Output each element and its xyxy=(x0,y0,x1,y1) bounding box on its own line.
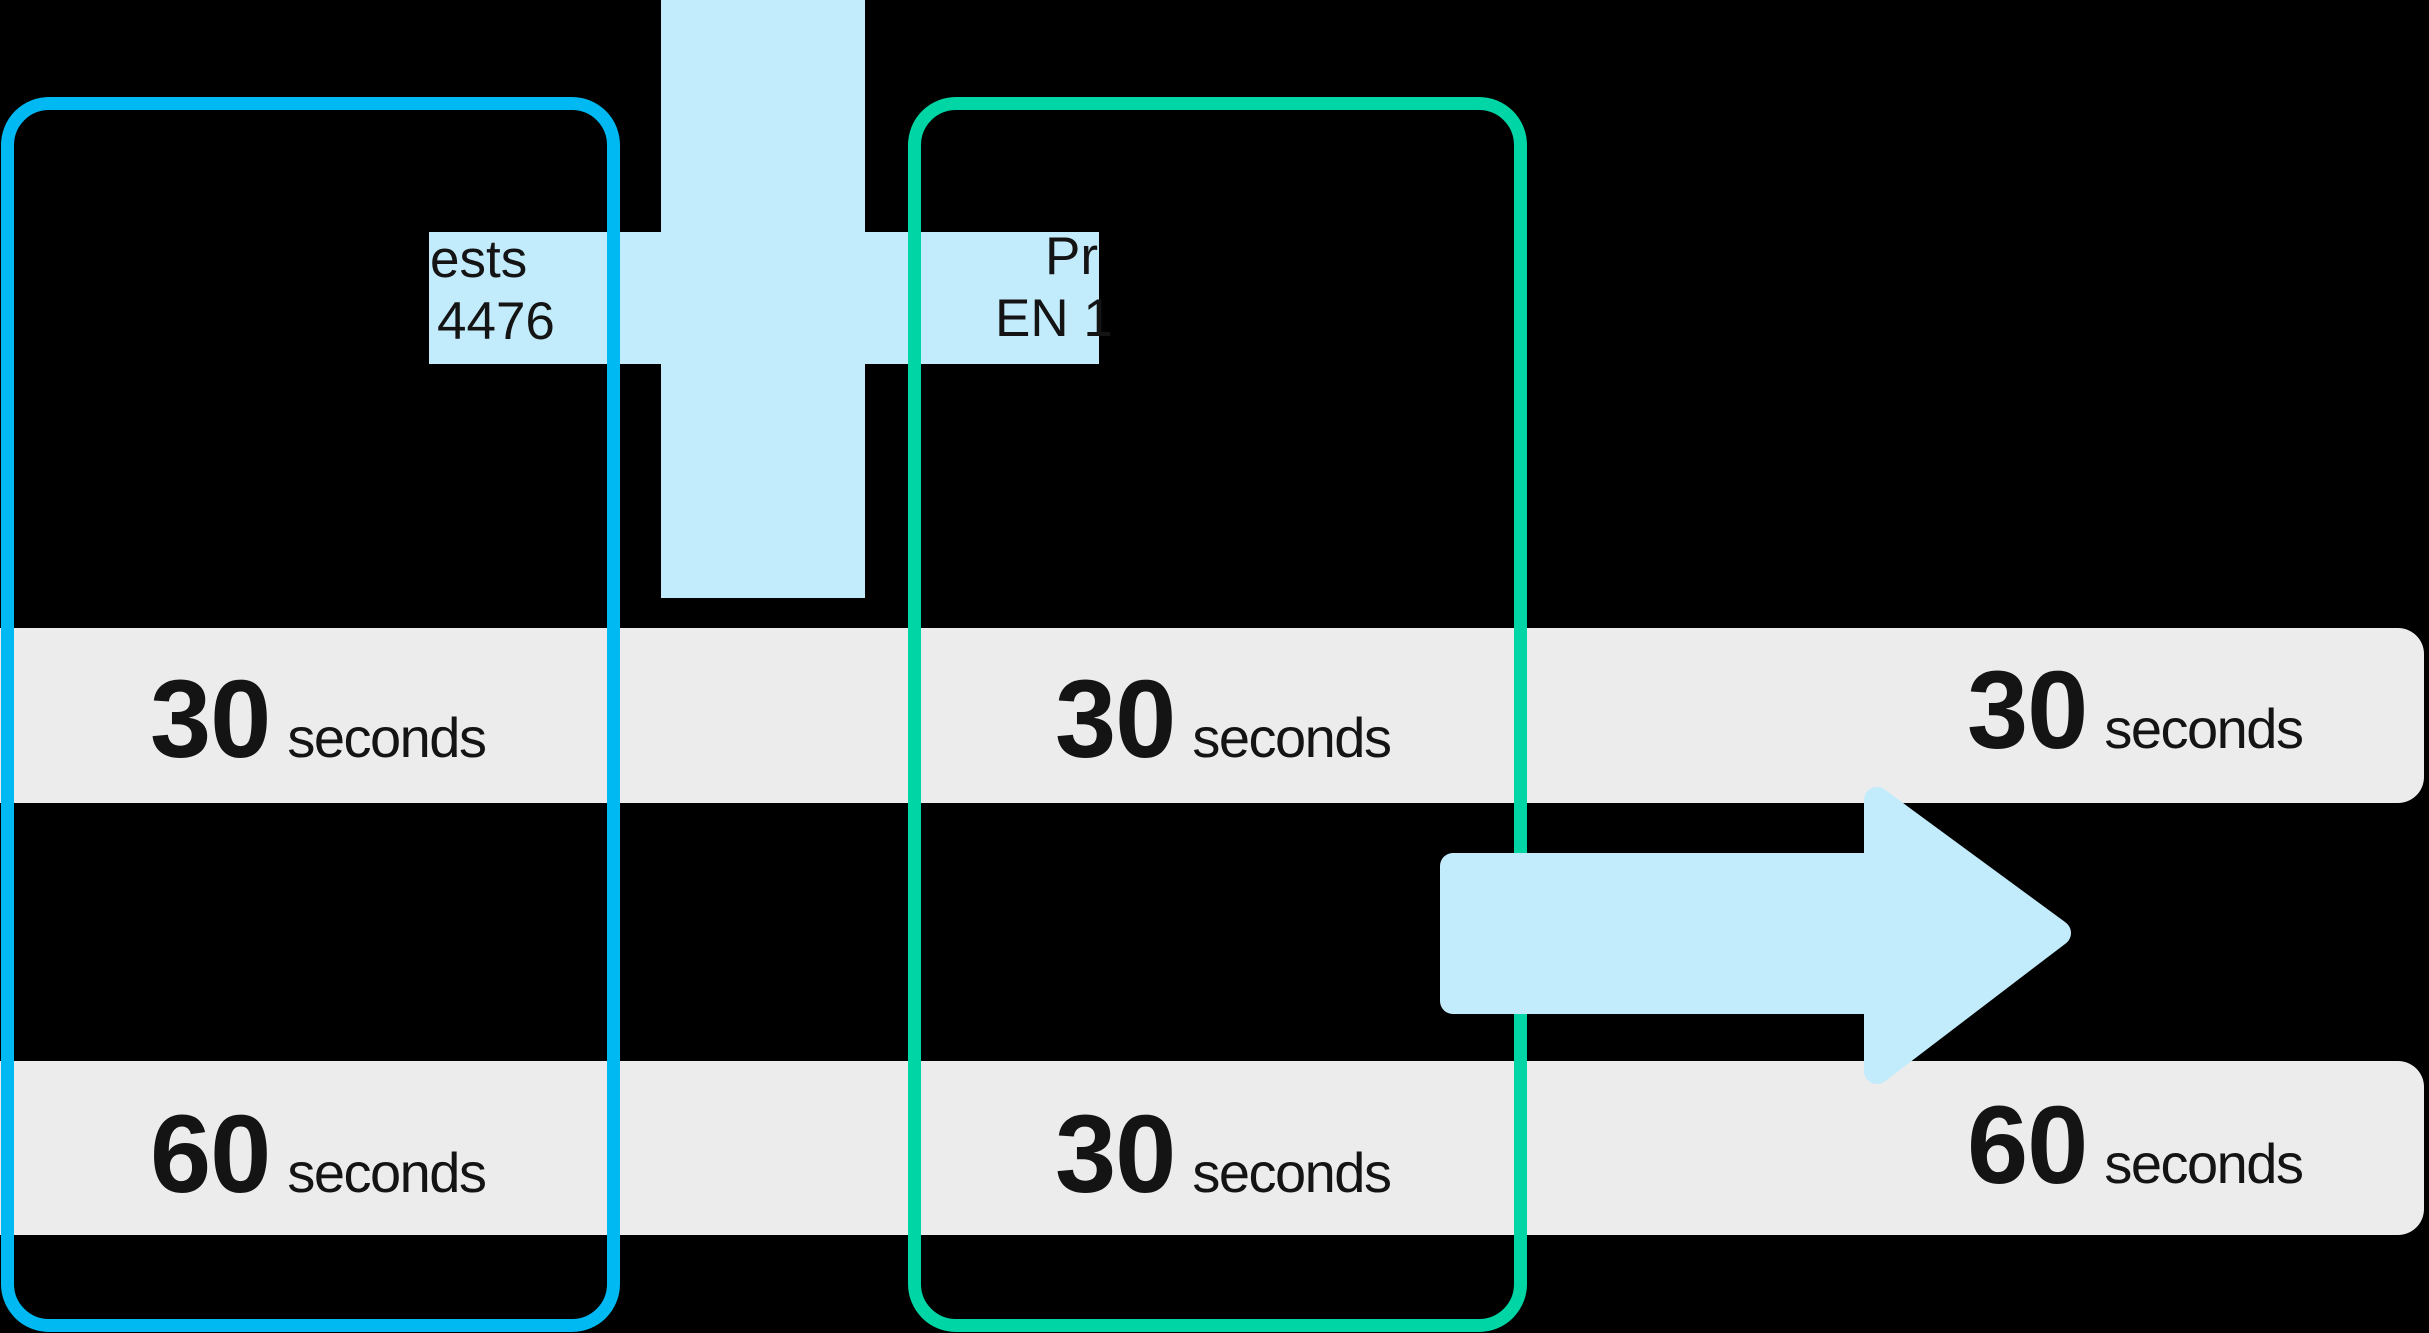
blue-highlight-frame xyxy=(1,97,620,1332)
arrow-right xyxy=(1420,760,2100,1110)
duration-cell: 30 seconds xyxy=(1055,1093,1392,1216)
clipped-label-right-line1: Pr xyxy=(1045,227,1098,286)
duration-cell: 60 seconds xyxy=(1967,1084,2304,1207)
clipped-label-left-line1: ests xyxy=(430,230,528,289)
duration-unit: seconds xyxy=(2104,697,2304,760)
duration-value: 30 xyxy=(150,658,271,781)
duration-value: 30 xyxy=(1055,658,1176,781)
clipped-label-left-line2: 4476 xyxy=(437,292,555,351)
timeline-band-row-1 xyxy=(0,628,2424,803)
duration-unit: seconds xyxy=(2104,1132,2304,1195)
timeline-band-row-2 xyxy=(0,1061,2424,1235)
duration-value: 60 xyxy=(150,1093,271,1216)
duration-unit: seconds xyxy=(287,706,487,769)
arrow-right-icon xyxy=(1440,787,2071,1084)
duration-cell: 30 seconds xyxy=(1055,658,1392,781)
duration-value: 60 xyxy=(1967,1084,2088,1207)
duration-unit: seconds xyxy=(287,1141,487,1204)
green-highlight-frame xyxy=(908,97,1527,1332)
plus-shape-horizontal-band xyxy=(429,232,1099,364)
duration-value: 30 xyxy=(1055,1093,1176,1216)
clipped-label-right-line2: EN 1 xyxy=(995,289,1113,348)
duration-value: 30 xyxy=(1967,649,2088,772)
duration-cell: 30 seconds xyxy=(150,658,487,781)
duration-unit: seconds xyxy=(1192,706,1392,769)
duration-cell: 30 seconds xyxy=(1967,649,2304,772)
duration-unit: seconds xyxy=(1192,1141,1392,1204)
duration-cell: 60 seconds xyxy=(150,1093,487,1216)
